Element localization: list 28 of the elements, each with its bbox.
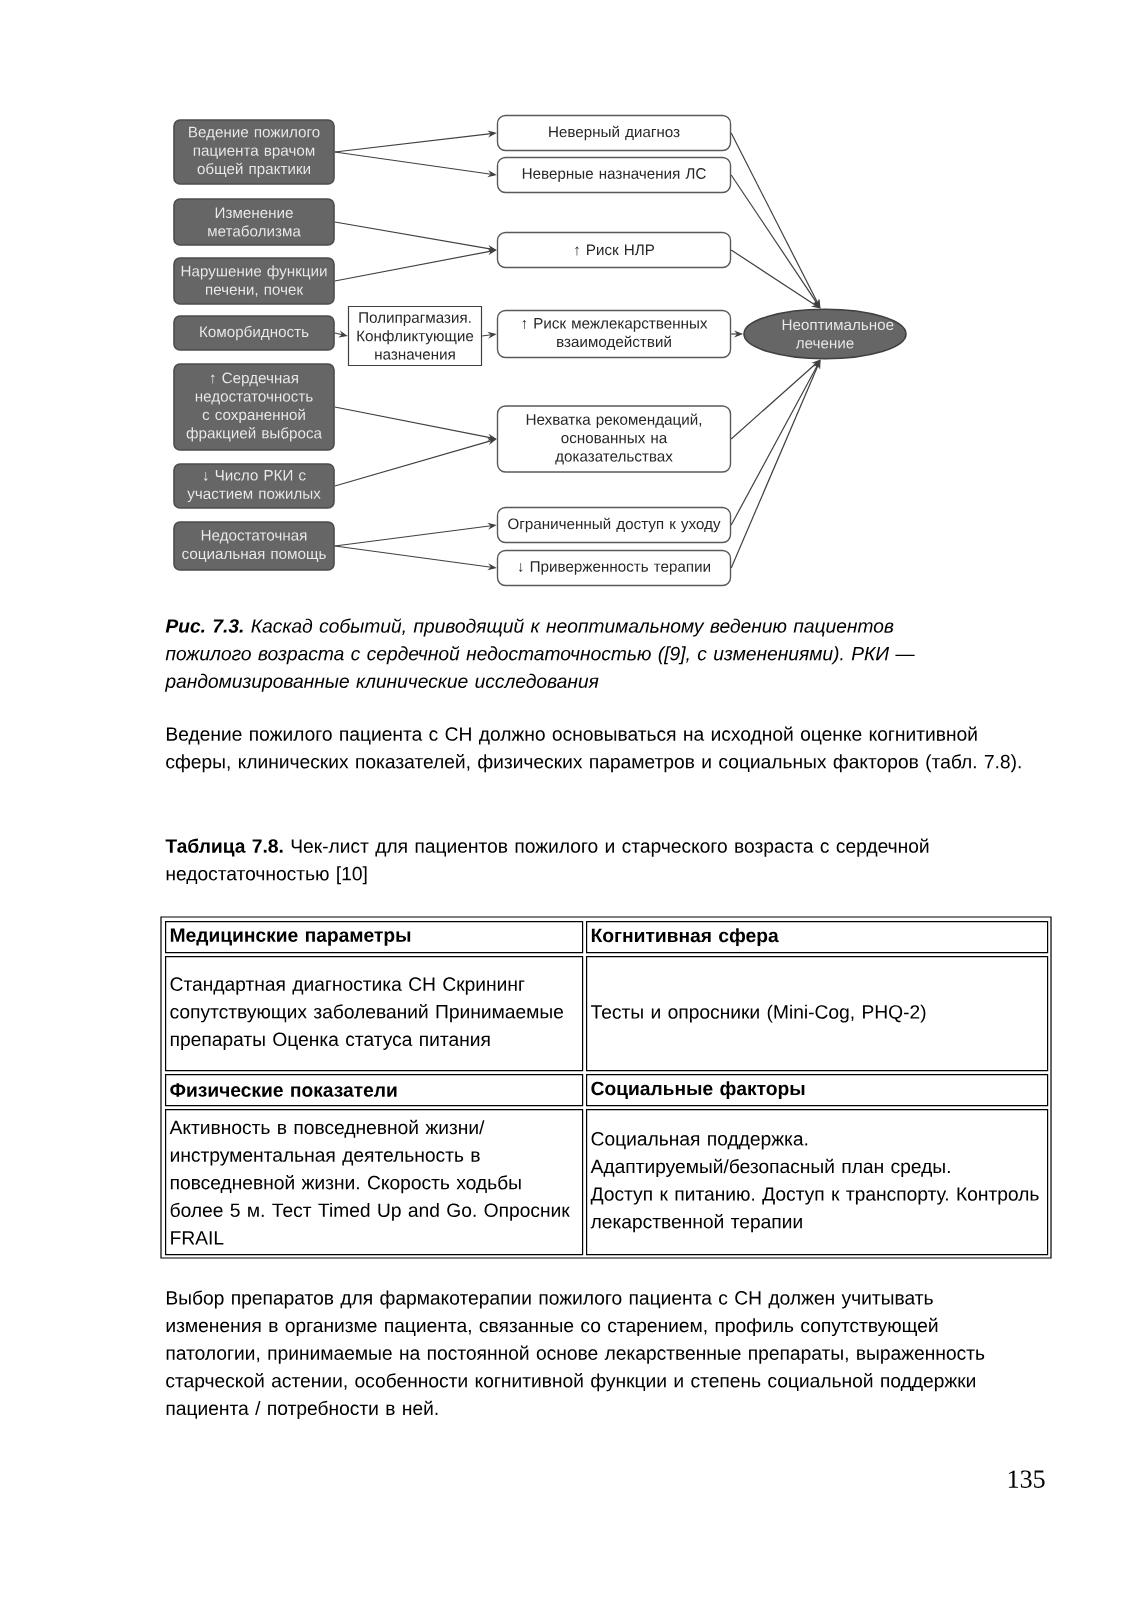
page-number: 135 [1008, 1470, 1045, 1488]
factor-box: Коморбидность [173, 315, 335, 351]
table-header-cell: Физические показатели [165, 1074, 584, 1107]
factor-box: Изменение метаболизма [173, 198, 335, 246]
consequence-box: ↓ Приверженность терапии [496, 549, 732, 587]
figure-caption: Рис. 7.3. Каскад событий, приводящий к неоптимальному ведению пациентов пожилого возраста с сердечной недостаточностью ([9], с изменениями). РКИ — рандомизированные клинические исследования [164, 618, 915, 692]
table-cell: Социальная поддержка. Адаптируемый/безопасный план среды. Доступ к питанию. Доступ к транспорту. Контроль лекарственной терапии [586, 1109, 1049, 1256]
consequence-box: Ограниченный доступ к уходу [496, 506, 732, 544]
factor-box: ↓ Число РКИ с участием пожилых [173, 463, 335, 509]
table-cell: Стандартная диагностика СН Скрининг сопутствующих заболеваний Принимаемые препараты Оценка статуса питания [165, 956, 584, 1072]
factor-box: Нарушение функции печени, почек [173, 257, 335, 305]
consequence-box: ↑ Риск НЛР [496, 231, 732, 269]
table-cell: Тесты и опросники (Mini-Cog, PHQ-2) [586, 956, 1049, 1072]
consequence-box: Неверный диагноз [496, 114, 732, 152]
consequence-box: Неверные назначения ЛС [496, 156, 732, 194]
table-header-cell: Медицинские параметры [165, 921, 584, 954]
consequence-box: Нехватка рекомендаций, основанных на доказательствах [496, 405, 732, 473]
table-header-cell: Когнитивная сфера [586, 921, 1049, 954]
paragraph: Ведение пожилого пациента с СН должно основываться на исходной оценке когнитивной сферы, клинических показателей, физических параметров и социальных факторов (табл. 7.8). [166, 726, 1021, 773]
factor-box: ↑ Сердечная недостаточность с сохраненной фракцией выброса [173, 363, 335, 451]
table-header-cell: Социальные факторы [586, 1074, 1049, 1107]
process-box: Полипрагмазия. Конфликтующие назначения [347, 305, 483, 367]
factor-box: Недостаточная социальная помощь [173, 521, 335, 571]
factor-box: Ведение пожилого пациента врачом общей практики [173, 119, 335, 185]
table-cell: Активность в повседневной жизни/ инструментальная деятельность в повседневной жизни. Скорость ходьбы более 5 м. Тест Timed Up and Go. Опросник FRAIL [165, 1109, 584, 1256]
consequence-box: ↑ Риск межлекарственных взаимодействий [496, 309, 732, 359]
paragraph: Выбор препаратов для фармакотерапии пожилого пациента с СН должен учитывать изменения в организме пациента, связанные со старением, профиль сопутствующей патологии, принимаемые на постоянной основе лекарственные препараты, выраженность старческой астении, особенности когнитивной функции и степень социальной поддержки пациента / потребности в ней. [166, 1290, 985, 1419]
table-title: Таблица 7.8. Чек-лист для пациентов пожилого и старческого возраста с сердечной недостаточностью [10] [165, 838, 929, 885]
